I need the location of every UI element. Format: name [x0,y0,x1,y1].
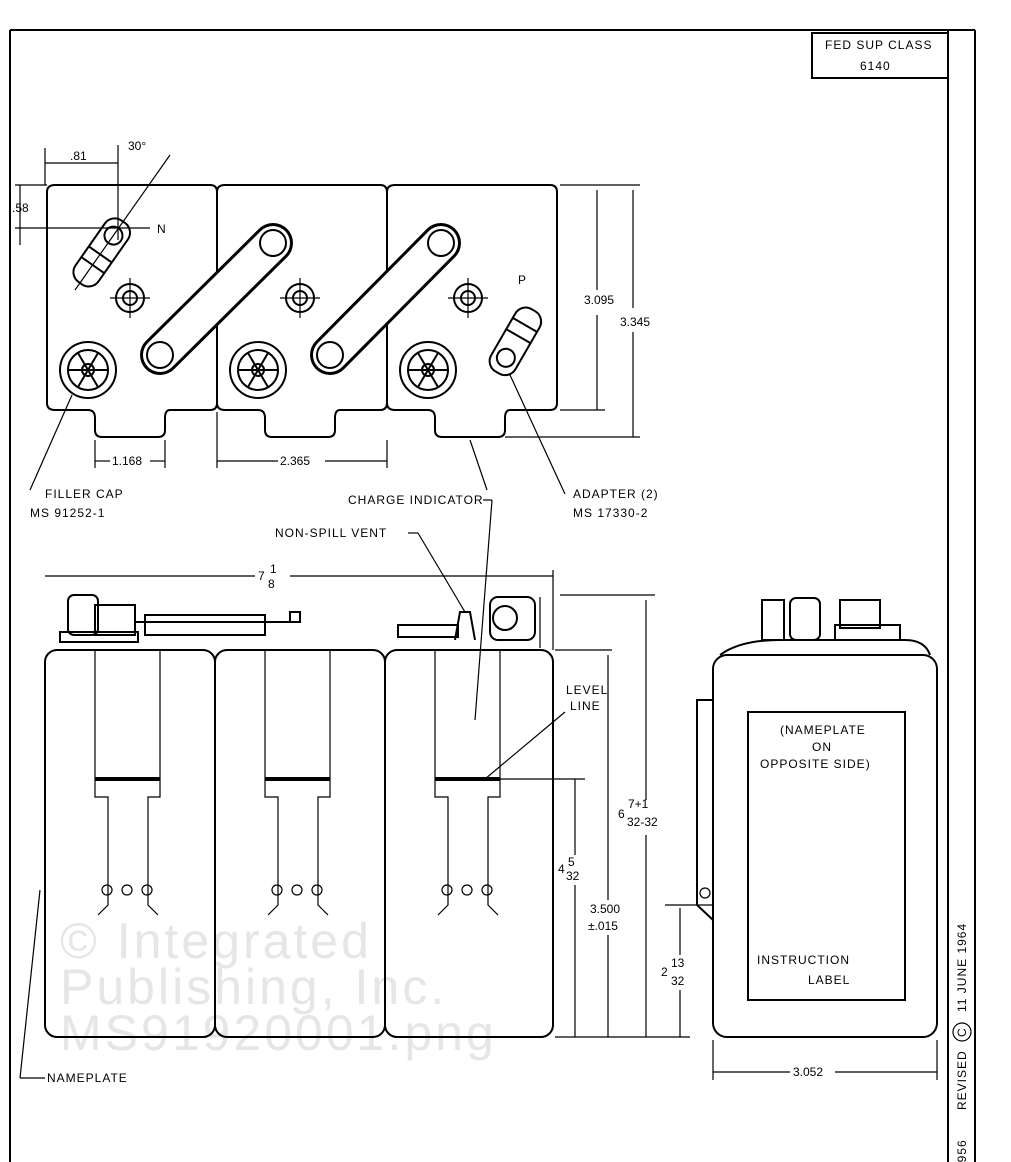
front-view-h1-num: 5 [568,855,575,869]
top-view-dim-3345: 3.345 [620,315,650,329]
vent-post [110,278,150,318]
top-view-dim-81: .81 [70,149,87,163]
side-view-instruction-1: INSTRUCTION [757,953,850,967]
side-view: (NAMEPLATE ON OPPOSITE SIDE) INSTRUCTION… [661,597,938,1080]
top-view-dim-1168: 1.168 [112,454,142,468]
cell-connector [140,223,293,375]
watermark-1: Publishing, Inc. [60,959,447,1015]
front-view-non-spill-vent-label: NON-SPILL VENT [275,526,387,540]
front-view-width-num: 1 [270,562,277,576]
front-view-level-line-1: LEVEL [566,683,608,697]
side-view-h-num: 13 [671,956,685,970]
revision-date: 11 JUNE 1964 [955,923,969,1012]
cell-connector [310,223,461,375]
front-view-h1-whole: 4 [558,862,565,876]
drawing-border [9,29,976,1162]
top-view-dim-58: .58 [12,201,29,215]
top-view-terminal-negative: N [157,222,167,236]
side-view-label-line2: ON [812,740,832,754]
top-view-dim-2365: 2.365 [280,454,310,468]
side-view-label-line1: (NAMEPLATE [780,723,866,737]
watermark-2: MS91920001.png [60,1005,497,1061]
front-view-h1-den: 32 [566,869,580,883]
adapter-positive-icon [488,306,543,377]
top-view-dim-3095: 3.095 [584,293,614,307]
top-view-charge-indicator-label: CHARGE INDICATOR [348,493,484,507]
vent-post [448,278,488,318]
revision-sheet: 1956 [955,1139,969,1162]
title-block-value: 6140 [860,59,891,73]
filler-cap-icon [59,341,117,399]
revision-mark: C [955,1027,969,1037]
top-view-adapter-label: ADAPTER (2) [573,487,659,501]
vent-post [280,278,320,318]
top-view-terminal-positive: P [518,273,527,287]
revision-note: REVISED C 11 JUNE 1964 1956 [952,923,972,1162]
front-view-h3-whole: 6 [618,807,625,821]
front-view-h3-num: 7+1 [628,797,649,811]
front-view-h3-den: 32-32 [627,815,658,829]
filler-cap-icon [229,341,287,399]
fed-sup-class-box: FED SUP CLASS 6140 [811,32,949,79]
front-view-h2-line1: 3.500 [590,902,620,916]
front-view-nameplate-label: NAMEPLATE [47,1071,128,1085]
title-block-heading: FED SUP CLASS [825,38,932,52]
side-view-width: 3.052 [793,1065,823,1079]
front-view: NON-SPILL VENT 7 1 8 LEVEL [19,526,690,1085]
side-view-h-den: 32 [671,974,685,988]
watermark: © Integrated Publishing, Inc. MS91920001… [60,913,497,1061]
top-view-adapter-part: MS 17330-2 [573,506,648,520]
front-view-level-line-2: LINE [570,699,601,713]
top-view-filler-cap-label: FILLER CAP [45,487,124,501]
top-view: .81 30° .58 N P 1.168 2.365 3.095 3.345 … [12,139,659,721]
side-view-instruction-2: LABEL [808,973,850,987]
side-view-h-whole: 2 [661,965,668,979]
side-view-label-line3: OPPOSITE SIDE) [760,757,871,771]
front-view-width-whole: 7 [258,569,265,583]
filler-cap-icon [399,341,457,399]
front-view-width-den: 8 [268,577,275,591]
top-view-angle: 30° [128,139,146,153]
revision-text: REVISED [955,1050,969,1110]
top-view-filler-cap-part: MS 91252-1 [30,506,105,520]
front-view-h2-line2: ±.015 [588,919,618,933]
